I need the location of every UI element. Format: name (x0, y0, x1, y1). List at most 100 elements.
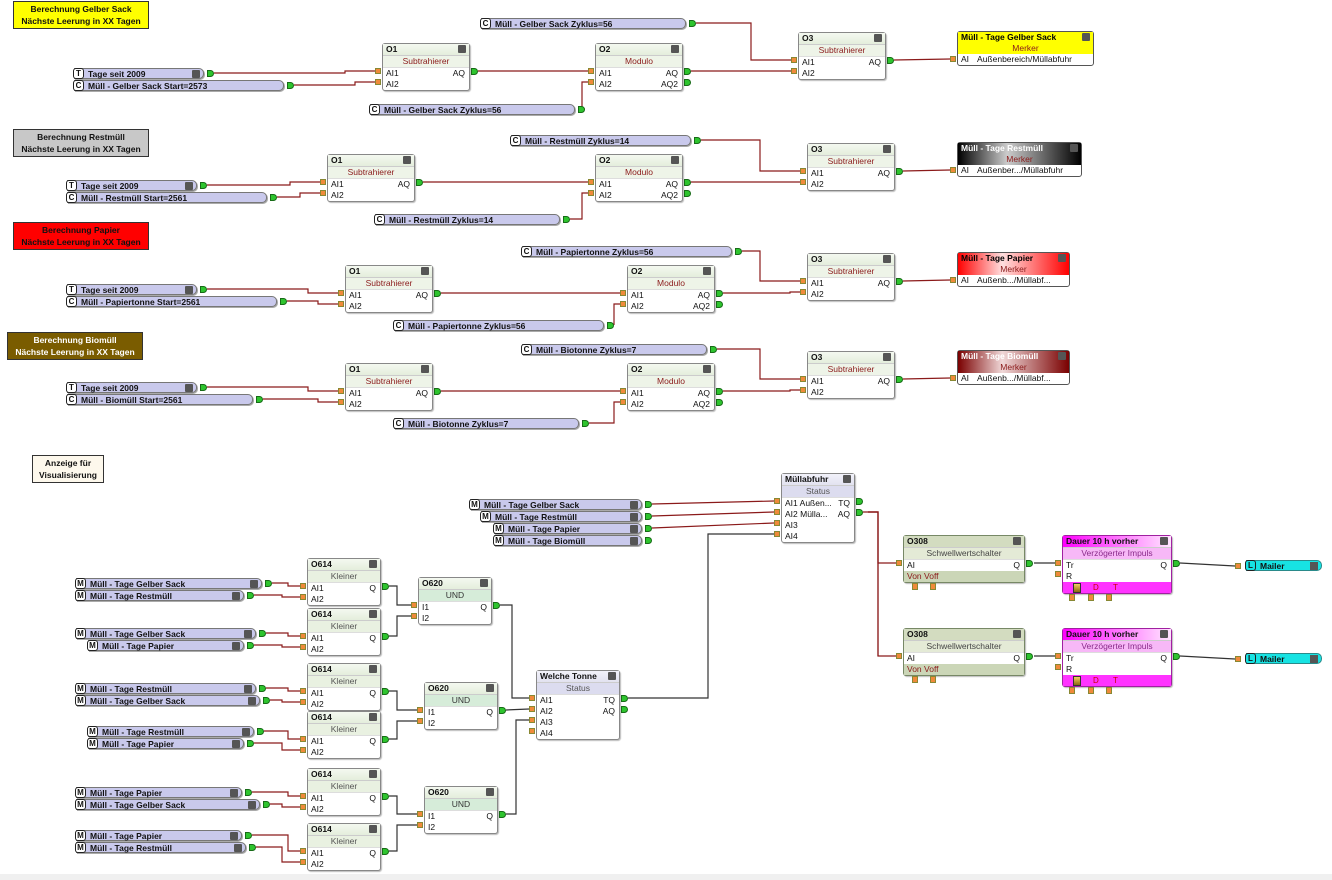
output-pin[interactable] (582, 420, 589, 427)
wire[interactable] (207, 386, 338, 392)
wire[interactable] (389, 795, 417, 815)
wire[interactable] (500, 604, 529, 699)
info-icon[interactable] (244, 685, 252, 693)
wire[interactable] (272, 582, 300, 587)
info-icon[interactable] (369, 713, 377, 721)
output-pin[interactable] (382, 736, 389, 743)
info-icon[interactable] (703, 365, 711, 373)
info-icon[interactable] (369, 560, 377, 568)
info-icon[interactable] (1058, 254, 1066, 262)
output-pin[interactable] (263, 697, 270, 704)
wire[interactable] (696, 22, 791, 61)
input-pin[interactable] (896, 560, 902, 566)
output-pin[interactable] (247, 592, 254, 599)
input-pin[interactable] (1055, 571, 1061, 577)
wire[interactable] (651, 511, 775, 517)
input-pin[interactable] (375, 79, 381, 85)
info-icon[interactable] (232, 740, 240, 748)
parameter-pin[interactable] (1069, 687, 1075, 694)
output-pin[interactable] (245, 789, 252, 796)
info-icon[interactable] (369, 665, 377, 673)
info-icon[interactable] (480, 579, 488, 587)
note-berechnung-gelber-sack[interactable]: Berechnung Gelber Sack Nächste Leerung i… (13, 1, 149, 29)
output-pin[interactable] (710, 346, 717, 353)
input-pin[interactable] (411, 602, 417, 608)
output-pin[interactable] (280, 298, 287, 305)
input-pin[interactable] (588, 79, 594, 85)
output-pin[interactable] (1173, 560, 1180, 567)
parameter-pin[interactable] (1088, 594, 1094, 601)
output-pin[interactable] (887, 57, 894, 64)
output-pin[interactable] (287, 82, 294, 89)
wire[interactable] (581, 81, 588, 110)
output-pin[interactable] (382, 793, 389, 800)
input-pin[interactable] (529, 695, 535, 701)
output-pin[interactable] (259, 630, 266, 637)
wire[interactable] (389, 690, 417, 711)
wire[interactable] (266, 687, 300, 692)
output-pin[interactable] (263, 801, 270, 808)
info-icon[interactable] (1082, 33, 1090, 41)
input-pin[interactable] (800, 376, 806, 382)
output-pin[interactable] (434, 290, 441, 297)
info-icon[interactable] (192, 70, 200, 78)
info-icon[interactable] (369, 825, 377, 833)
info-icon[interactable] (403, 156, 411, 164)
info-icon[interactable] (232, 592, 240, 600)
info-icon[interactable] (369, 610, 377, 618)
input-pin[interactable] (529, 728, 535, 734)
info-icon[interactable] (232, 642, 240, 650)
input-pin[interactable] (1235, 563, 1241, 569)
info-icon[interactable] (630, 513, 638, 521)
output-pin[interactable] (257, 728, 264, 735)
output-pin[interactable] (735, 248, 742, 255)
info-icon[interactable] (421, 267, 429, 275)
wire[interactable] (263, 398, 338, 403)
output-pin[interactable] (499, 811, 506, 818)
input-pin[interactable] (896, 653, 902, 659)
input-pin[interactable] (620, 388, 626, 394)
input-pin[interactable] (338, 290, 344, 296)
info-icon[interactable] (185, 286, 193, 294)
wire[interactable] (270, 803, 300, 808)
output-pin[interactable] (716, 290, 723, 297)
input-pin[interactable] (588, 68, 594, 74)
input-pin[interactable] (791, 57, 797, 63)
info-icon[interactable] (630, 525, 638, 533)
info-icon[interactable] (630, 537, 638, 545)
wire[interactable] (506, 719, 529, 815)
wire[interactable] (389, 720, 417, 740)
wire[interactable] (254, 594, 300, 598)
parameter-pin[interactable] (930, 583, 936, 590)
output-pin[interactable] (645, 537, 652, 544)
parameter-pin[interactable] (1106, 687, 1112, 694)
wire[interactable] (868, 511, 896, 657)
input-pin[interactable] (800, 278, 806, 284)
wire[interactable] (902, 279, 951, 282)
info-icon[interactable] (1070, 144, 1078, 152)
output-pin[interactable] (493, 602, 500, 609)
info-icon[interactable] (874, 34, 882, 42)
parameter-pin[interactable] (1106, 594, 1112, 601)
output-pin[interactable] (645, 525, 652, 532)
info-icon[interactable] (630, 501, 638, 509)
output-pin[interactable] (896, 278, 903, 285)
info-icon[interactable] (1013, 537, 1021, 545)
